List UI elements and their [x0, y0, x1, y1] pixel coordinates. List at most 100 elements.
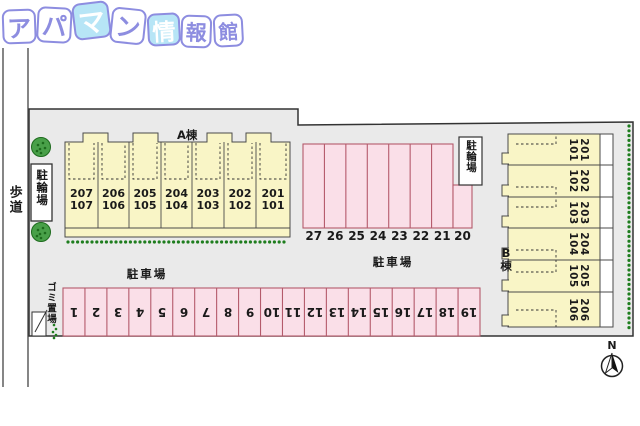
building-b-corridor	[599, 133, 614, 328]
hedge-dot	[627, 201, 631, 205]
hedge-dot	[627, 225, 631, 229]
tree-speckle	[41, 141, 45, 145]
unit-number-upper: 202	[228, 187, 252, 200]
unit-number-lower: 103	[567, 200, 579, 225]
hedge-dot	[627, 215, 631, 219]
hedge-dot	[627, 143, 631, 147]
unit-number-upper: 205	[133, 187, 157, 200]
unit-number-upper: 202	[578, 169, 590, 193]
bicycle-parking-left-box	[30, 163, 53, 222]
building-a-stair-bump	[206, 132, 233, 143]
logo-char-tile: 情	[146, 11, 182, 47]
parking-space-20	[452, 184, 473, 229]
hedge-dot	[152, 240, 156, 244]
apaman-logo: アパマン情報館	[1, 0, 245, 49]
building-b-balcony-dashed	[516, 197, 557, 208]
hedge-dot	[148, 240, 152, 244]
building-b-entry-step	[501, 152, 509, 165]
hedge-dot	[627, 230, 631, 234]
building-b-balcony-dashed	[516, 249, 557, 260]
shrub-dot	[52, 336, 56, 340]
hedge-dot	[80, 240, 84, 244]
building-b-entry-step	[501, 279, 509, 292]
unit-number-upper: 207	[70, 187, 93, 200]
hedge-dot	[627, 186, 631, 190]
building-a-balcony-dashed	[259, 143, 287, 180]
parking-space-number: 3	[113, 305, 123, 319]
hedge-dot	[277, 240, 281, 244]
unit-number-lower: 105	[133, 198, 157, 212]
building-b-outline	[507, 133, 614, 328]
parking-space-number: 5	[157, 305, 166, 319]
parking-space-number: 6	[179, 305, 188, 319]
hedge-dot	[234, 240, 238, 244]
parking-label-bottom: 駐車場	[126, 267, 168, 281]
hedge-dot	[196, 240, 200, 244]
parking-top-block	[302, 143, 454, 229]
unit-number-upper: 203	[578, 200, 590, 225]
parking-space-number: 25	[348, 229, 365, 243]
hedge-dot	[95, 240, 99, 244]
hedge-dot	[627, 263, 631, 267]
parking-space-number: 18	[438, 305, 456, 319]
hedge-dot	[263, 240, 267, 244]
hedge-dot	[627, 162, 631, 166]
tree-speckle	[41, 226, 45, 230]
hedge-dot	[627, 278, 631, 282]
hedge-dot	[627, 234, 631, 238]
hedge-dot	[627, 254, 631, 258]
hedge-dot	[627, 292, 631, 296]
hedge-dot	[627, 287, 631, 291]
parking-space-number: 23	[391, 229, 408, 243]
hedge-dot	[133, 240, 137, 244]
hedge-dot	[143, 240, 147, 244]
unit-number-upper: 201	[261, 187, 285, 200]
hedge-dot	[191, 240, 195, 244]
hedge-dot	[114, 240, 118, 244]
hedge-dot	[627, 273, 631, 277]
hedge-dot	[244, 240, 248, 244]
unit-number-lower: 101	[567, 137, 579, 162]
parking-bottom-block	[62, 287, 481, 337]
hedge-dot	[109, 240, 113, 244]
hedge-dot	[76, 240, 80, 244]
parking-space-number: 11	[285, 305, 302, 319]
unit-number-lower: 104	[165, 198, 188, 212]
hedge-dot	[66, 240, 70, 244]
compass-needle-light	[604, 352, 613, 375]
hedge-dot	[627, 268, 631, 272]
unit-number-upper: 206	[578, 297, 590, 322]
hedge-dot	[258, 240, 262, 244]
building-b-entry-step	[501, 184, 509, 197]
unit-number-lower: 106	[102, 198, 125, 212]
building-b-balcony-dashed	[516, 186, 557, 197]
building-b-balcony-dashed	[516, 260, 557, 273]
hedge-dot	[100, 240, 104, 244]
parking-space-number: 10	[263, 305, 280, 319]
hedge-dot	[220, 240, 224, 244]
hedge-dot	[253, 240, 257, 244]
building-a-stair-bump	[82, 132, 109, 143]
unit-number-lower: 102	[567, 169, 579, 193]
hedge-dot	[186, 240, 190, 244]
hedge-dot	[210, 240, 214, 244]
unit-number-lower: 107	[70, 198, 93, 212]
parking-space-number: 7	[201, 305, 210, 319]
hedge-dot	[162, 240, 166, 244]
hedge-dot	[627, 153, 631, 157]
shrub-dot	[51, 330, 55, 334]
sidewalk-label: 歩道	[6, 185, 22, 215]
logo-char-tile: 館	[212, 13, 245, 48]
hedge-dot	[627, 326, 631, 330]
parking-space-number: 12	[307, 305, 324, 319]
hedge-dot	[627, 182, 631, 186]
garbage-area-label: ゴミ置場	[44, 282, 56, 324]
unit-number-lower: 106	[567, 297, 579, 322]
